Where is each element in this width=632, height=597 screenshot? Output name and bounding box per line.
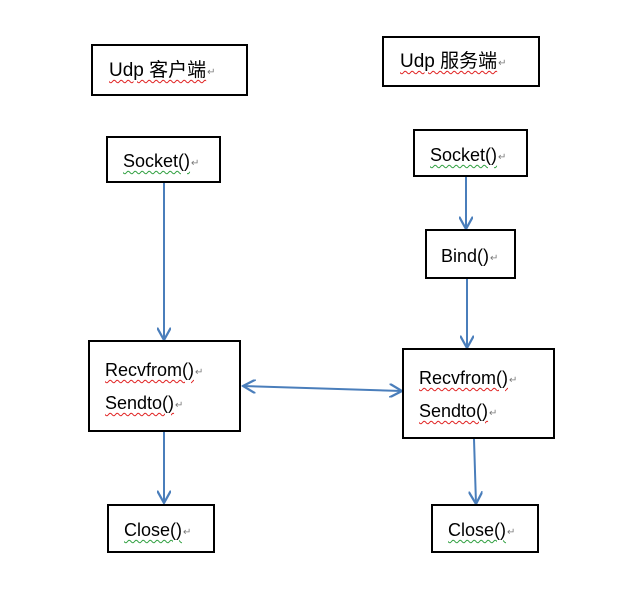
server-title-text: Udp 服务端	[400, 51, 498, 72]
client-sendto-line: Sendto()↵	[105, 392, 183, 417]
client-close-text: Close()	[124, 520, 183, 540]
paragraph-mark-icon: ↵	[489, 408, 498, 419]
client-recvfrom-line: Recvfrom()↵	[105, 359, 203, 384]
client-recvsend-box: Recvfrom()↵ Sendto()↵	[88, 340, 241, 432]
client-title-text: Udp 客户端	[109, 60, 207, 81]
server-socket-line: Socket()↵	[430, 144, 506, 169]
server-recvsend-box: Recvfrom()↵ Sendto()↵	[402, 348, 555, 439]
server-bind-line: Bind()↵	[441, 245, 498, 270]
paragraph-mark-icon: ↵	[175, 400, 184, 411]
paragraph-mark-icon: ↵	[207, 67, 216, 78]
paragraph-mark-icon: ↵	[507, 527, 516, 538]
server-bind-box: Bind()↵	[425, 229, 516, 279]
client-title-box: Udp 客户端↵	[91, 44, 248, 96]
arrow-client-server-bidirectional	[243, 386, 402, 391]
server-bind-text: Bind()	[441, 246, 490, 266]
server-close-text: Close()	[448, 520, 507, 540]
client-title-line: Udp 客户端↵	[109, 60, 216, 84]
paragraph-mark-icon: ↵	[509, 375, 518, 386]
client-recvfrom-text: Recvfrom()	[105, 360, 194, 380]
server-socket-text: Socket()	[430, 145, 498, 165]
client-socket-line: Socket()↵	[123, 150, 199, 175]
paragraph-mark-icon: ↵	[191, 158, 200, 169]
server-sendto-text: Sendto()	[419, 401, 489, 421]
paragraph-mark-icon: ↵	[498, 152, 507, 163]
paragraph-mark-icon: ↵	[195, 367, 204, 378]
client-close-line: Close()↵	[124, 519, 191, 544]
server-close-line: Close()↵	[448, 519, 515, 544]
client-socket-text: Socket()	[123, 151, 191, 171]
client-socket-box: Socket()↵	[106, 136, 221, 183]
client-sendto-text: Sendto()	[105, 393, 175, 413]
arrow-server-recvsend-to-close	[474, 438, 476, 504]
paragraph-mark-icon: ↵	[498, 58, 507, 69]
server-recvfrom-line: Recvfrom()↵	[419, 367, 517, 392]
server-recvfrom-text: Recvfrom()	[419, 368, 508, 388]
paragraph-mark-icon: ↵	[183, 527, 192, 538]
client-close-box: Close()↵	[107, 504, 215, 553]
server-socket-box: Socket()↵	[413, 129, 528, 177]
paragraph-mark-icon: ↵	[490, 253, 499, 264]
server-close-box: Close()↵	[431, 504, 539, 553]
server-title-box: Udp 服务端↵	[382, 36, 540, 87]
server-title-line: Udp 服务端↵	[400, 51, 507, 75]
server-sendto-line: Sendto()↵	[419, 400, 497, 425]
